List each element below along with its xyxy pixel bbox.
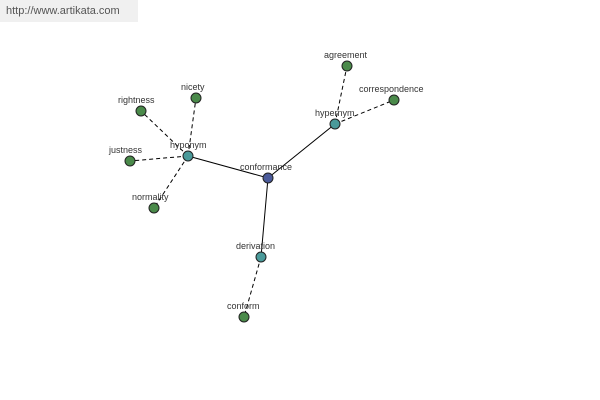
node-hyponym[interactable]: [182, 150, 194, 162]
edge-hyponym-rightness: [140, 110, 189, 157]
edge-conformance-derivation: [260, 177, 269, 258]
node-label-nicety: nicety: [181, 82, 205, 92]
edge-conformance-hypernym: [267, 123, 336, 179]
node-justness[interactable]: [124, 155, 136, 167]
node-correspondence[interactable]: [388, 94, 400, 106]
edge-derivation-conform: [243, 256, 262, 318]
node-hypernym[interactable]: [329, 118, 341, 130]
edge-hyponym-justness: [129, 155, 189, 162]
node-label-hyponym: hyponym: [170, 140, 207, 150]
node-nicety[interactable]: [190, 92, 202, 104]
node-label-rightness: rightness: [118, 95, 155, 105]
node-label-correspondence: correspondence: [359, 84, 424, 94]
node-label-normality: normality: [132, 192, 169, 202]
labels-layer: conformance hypernym hyponym derivation agre…: [108, 50, 424, 311]
nodes-layer: [124, 60, 400, 323]
node-label-agreement: agreement: [324, 50, 368, 60]
node-agreement[interactable]: [341, 60, 353, 72]
edge-hypernym-agreement: [334, 65, 348, 125]
node-label-hypernym: hypernym: [315, 108, 355, 118]
node-rightness[interactable]: [135, 105, 147, 117]
site-watermark: http://www.artikata.com: [0, 0, 138, 22]
node-conform[interactable]: [238, 311, 250, 323]
edge-hyponym-nicety: [187, 97, 197, 157]
node-label-derivation: derivation: [236, 241, 275, 251]
node-label-conform: conform: [227, 301, 260, 311]
node-label-justness: justness: [108, 145, 143, 155]
node-conformance[interactable]: [262, 172, 274, 184]
node-label-conformance: conformance: [240, 162, 292, 172]
node-normality[interactable]: [148, 202, 160, 214]
node-derivation[interactable]: [255, 251, 267, 263]
edges-layer: [129, 65, 395, 318]
edge-hypernym-correspondence: [334, 99, 395, 125]
edge-hyponym-normality: [153, 155, 189, 209]
edge-conformance-hyponym: [187, 155, 269, 179]
